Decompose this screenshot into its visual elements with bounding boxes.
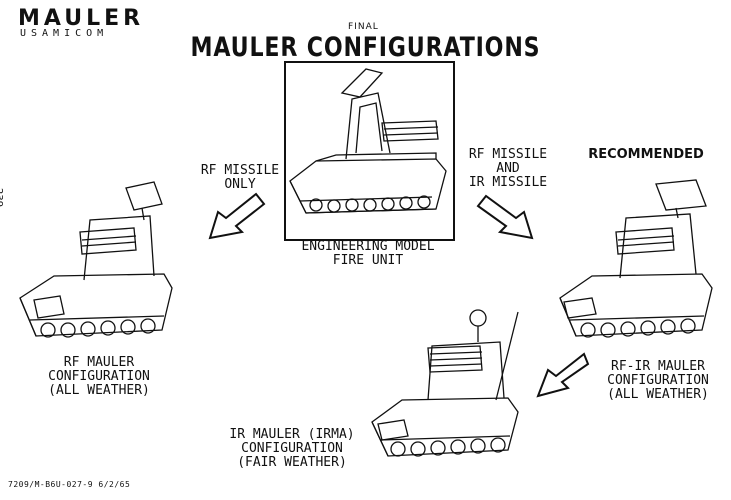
page-title: MAULER CONFIGURATIONS (190, 32, 541, 63)
label-recommended: RECOMMENDED (588, 147, 704, 162)
footer-reference: 7209/M-B6U-027-9 6/2/65 (8, 480, 131, 489)
label-rf-ir-mauler-configuration: RF-IR MAULER CONFIGURATION (ALL WEATHER) (607, 359, 709, 402)
ir-mauler-vehicle-illustration (368, 304, 530, 464)
arrow-down-left-icon (534, 350, 590, 400)
center-image-frame (284, 61, 455, 241)
arrow-left-down-icon (206, 190, 266, 242)
arrow-right-down-icon (476, 192, 536, 242)
page-number: 239 (0, 188, 4, 208)
logo-subtitle: USAMICOM (20, 28, 109, 39)
engineering-model-vehicle-illustration (286, 63, 449, 235)
label-ir-mauler-configuration: IR MAULER (IRMA) CONFIGURATION (FAIR WEA… (229, 427, 355, 470)
rf-ir-mauler-vehicle-illustration (556, 178, 722, 348)
label-engineering-model: ENGINEERING MODEL FIRE UNIT (301, 239, 435, 268)
rf-mauler-vehicle-illustration (14, 180, 174, 350)
label-rf-missile-only: RF MISSILE ONLY (200, 163, 280, 192)
label-rf-and-ir-missile: RF MISSILE AND IR MISSILE (468, 147, 548, 190)
mauler-logo: MAULER (18, 6, 145, 31)
status-label: FINAL (348, 22, 379, 32)
label-rf-mauler-configuration: RF MAULER CONFIGURATION (ALL WEATHER) (48, 355, 150, 398)
